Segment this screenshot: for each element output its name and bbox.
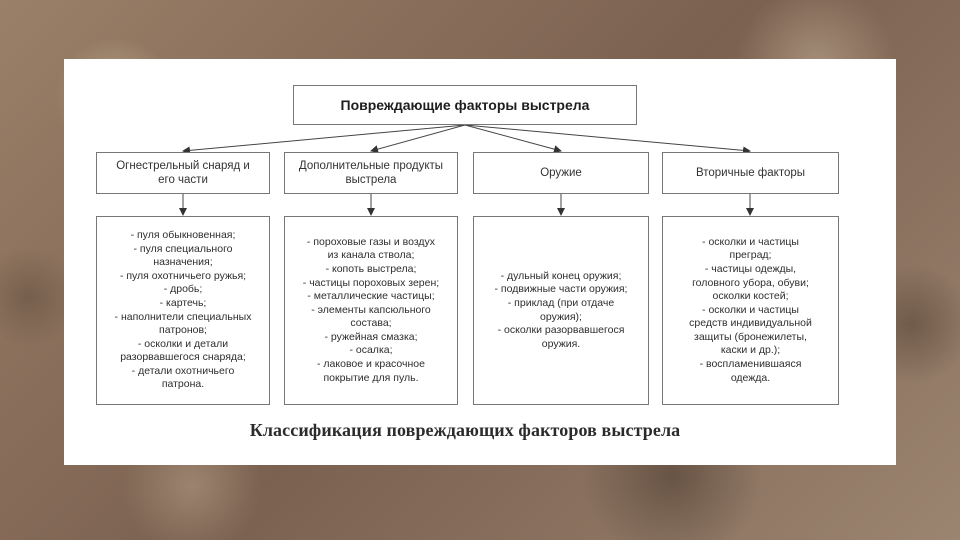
- list-item: - дульный конец оружия;: [500, 269, 622, 282]
- root-node-label: Повреждающие факторы выстрела: [340, 97, 590, 113]
- root-node: Повреждающие факторы выстрела: [293, 85, 637, 125]
- list-item: - частицы одежды,: [704, 262, 797, 275]
- list-item: - осколки и частицы: [702, 235, 799, 248]
- list-item: осколки костей;: [712, 290, 789, 303]
- list-item: каски и др.);: [720, 344, 781, 357]
- list-item: состава;: [350, 317, 392, 330]
- list-item: головного убора, обуви;: [692, 276, 809, 289]
- list-item: оружия);: [540, 310, 582, 323]
- list-item: - наполнители специальных: [114, 310, 252, 323]
- list-item: - пороховые газы и воздух: [306, 235, 436, 248]
- list-item: - элементы капсюльного: [311, 303, 431, 316]
- list-item: - детали охотничьего: [131, 364, 235, 377]
- category-label-line: Огнестрельный снаряд и: [116, 160, 250, 172]
- connector-root-cat3: [464, 124, 562, 154]
- list-item: - осколки и частицы: [702, 303, 799, 316]
- connector-root-cat1: [182, 124, 466, 155]
- category-node-secondary-factors: Вторичные факторы: [662, 152, 839, 194]
- connector-root-cat2: [370, 124, 466, 153]
- list-item: преград;: [729, 249, 772, 262]
- list-item: - металлические частицы;: [307, 290, 435, 303]
- items-list-additional-products: - пороховые газы и воздух из канала ство…: [284, 216, 458, 405]
- diagram-caption: Классификация повреждающих факторов выст…: [249, 420, 681, 440]
- list-item: патронов;: [159, 324, 207, 337]
- list-item: - пуля охотничьего ружья;: [119, 269, 247, 282]
- category-node-projectile: Огнестрельный снаряд и его части: [96, 152, 270, 194]
- list-item: - подвижные части оружия;: [494, 283, 628, 296]
- list-item: - приклад (при отдаче: [507, 296, 615, 309]
- list-item: - лаковое и красочное: [317, 358, 425, 371]
- list-item: - дробь;: [163, 283, 203, 296]
- list-item: - осколки разорвавшегося: [497, 324, 625, 337]
- items-list-weapon: - дульный конец оружия; - подвижные част…: [473, 216, 649, 405]
- connector-root-cat4: [464, 124, 751, 155]
- category-label-line: выстрела: [345, 174, 397, 186]
- category-label-line: Оружие: [540, 167, 582, 179]
- list-item: покрытие для пуль.: [323, 371, 419, 384]
- list-item: оружия.: [541, 337, 581, 350]
- list-item: - частицы пороховых зерен;: [302, 276, 440, 289]
- list-item: - пуля специального: [133, 242, 233, 255]
- items-list-secondary-factors: - осколки и частицы преград; - частицы о…: [662, 216, 839, 405]
- list-item: назначения;: [153, 256, 213, 269]
- connector-lines: [179, 124, 754, 216]
- list-item: - осколки и детали: [137, 337, 229, 350]
- list-item: защиты (бронежилеты,: [694, 330, 807, 343]
- list-item: - осалка;: [349, 344, 393, 357]
- category-label-line: Вторичные факторы: [695, 167, 806, 179]
- list-item: - копоть выстрела;: [325, 262, 417, 275]
- list-item: одежда.: [730, 371, 771, 384]
- category-node-weapon: Оружие: [473, 152, 649, 194]
- items-list-projectile: - пуля обыкновенная; - пуля специального…: [96, 216, 270, 405]
- category-node-additional-products: Дополнительные продукты выстрела: [284, 152, 458, 194]
- category-label-line: Дополнительные продукты: [298, 160, 444, 172]
- list-item: - картечь;: [159, 296, 207, 309]
- list-item: из канала ствола;: [327, 249, 415, 262]
- category-label-line: его части: [158, 174, 208, 186]
- list-item: патрона.: [161, 378, 205, 391]
- list-item: - пуля обыкновенная;: [130, 228, 236, 241]
- diagram-panel: Повреждающие факторы выстрела Огнестрель…: [64, 59, 896, 465]
- list-item: средств индивидуальной: [689, 317, 812, 330]
- list-item: - воспламенившаяся: [699, 358, 802, 371]
- list-item: - ружейная смазка;: [324, 330, 418, 343]
- list-item: разорвавшегося снаряда;: [120, 351, 246, 364]
